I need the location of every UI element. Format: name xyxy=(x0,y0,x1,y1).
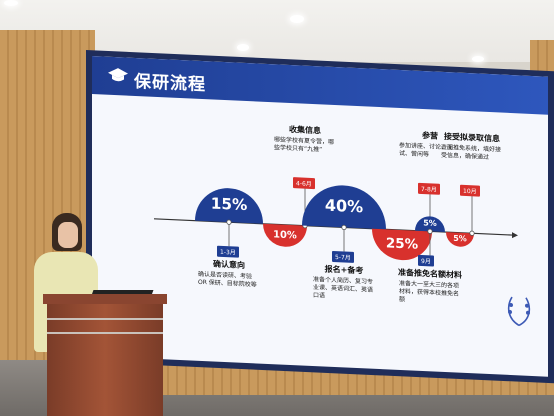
semicircle-5 xyxy=(415,216,445,233)
speaker-face xyxy=(58,222,78,248)
laurel-logo-icon xyxy=(507,296,531,327)
percent-label-3: 40% xyxy=(325,196,363,217)
podium-top xyxy=(43,294,167,304)
step-desc-3: 准备个人简历、复习专业课、英语词汇、英语口语 xyxy=(313,276,374,300)
process-timeline-chart: 15% 10% 40% 25% 5% 5% xyxy=(154,185,518,261)
ceiling-light xyxy=(472,56,484,62)
step-desc-6: 查阅推免系统，填好接受信息，确保通过 xyxy=(441,143,502,162)
period-tag-4: 7-8月 xyxy=(418,182,440,195)
axis-dot-1 xyxy=(226,219,232,225)
ceiling-light xyxy=(4,0,18,6)
period-tag-6: 10月 xyxy=(460,184,480,197)
timeline-arrow xyxy=(512,232,518,239)
axis-dot-3 xyxy=(341,224,347,231)
semicircle-1 xyxy=(195,188,263,224)
axis-dot-6 xyxy=(469,230,475,236)
podium xyxy=(47,297,163,416)
percent-label-4: 25% xyxy=(386,235,419,252)
percent-label-5: 5% xyxy=(423,218,437,228)
axis-dot-5 xyxy=(427,228,433,234)
step-desc-5: 准备大一至大三的各项材料，获得本校推免名额 xyxy=(399,279,460,304)
step-desc-1: 确认是否读研、考验OR 保研、目标院校等 xyxy=(198,270,257,289)
semicircle-3 xyxy=(302,185,386,230)
step-desc-2: 哪些学校有夏令营，哪些学校只有“九推” xyxy=(274,136,335,154)
projection-screen: 保研流程 15%10%40%25%5%5% 1-3月确认意向确认是否读研、考验O… xyxy=(92,56,548,377)
ceiling-light xyxy=(290,15,304,23)
percent-label-1: 15% xyxy=(211,194,248,214)
semicircle-6 xyxy=(446,232,474,247)
period-tag-1: 1-3月 xyxy=(217,245,239,258)
semicircle-4 xyxy=(372,228,432,261)
period-tag-2: 4-6月 xyxy=(293,177,315,190)
slide-header: 保研流程 xyxy=(92,56,548,115)
percent-label-2: 10% xyxy=(273,229,297,241)
podium-trim xyxy=(47,332,163,334)
ceiling-light xyxy=(237,44,249,51)
period-tag-3: 5-7月 xyxy=(332,250,354,263)
semicircle-2 xyxy=(263,223,307,247)
percent-label-6: 5% xyxy=(453,234,467,244)
graduation-cap-icon xyxy=(108,68,128,82)
period-tag-5: 9月 xyxy=(418,254,434,267)
podium-trim xyxy=(47,318,163,320)
